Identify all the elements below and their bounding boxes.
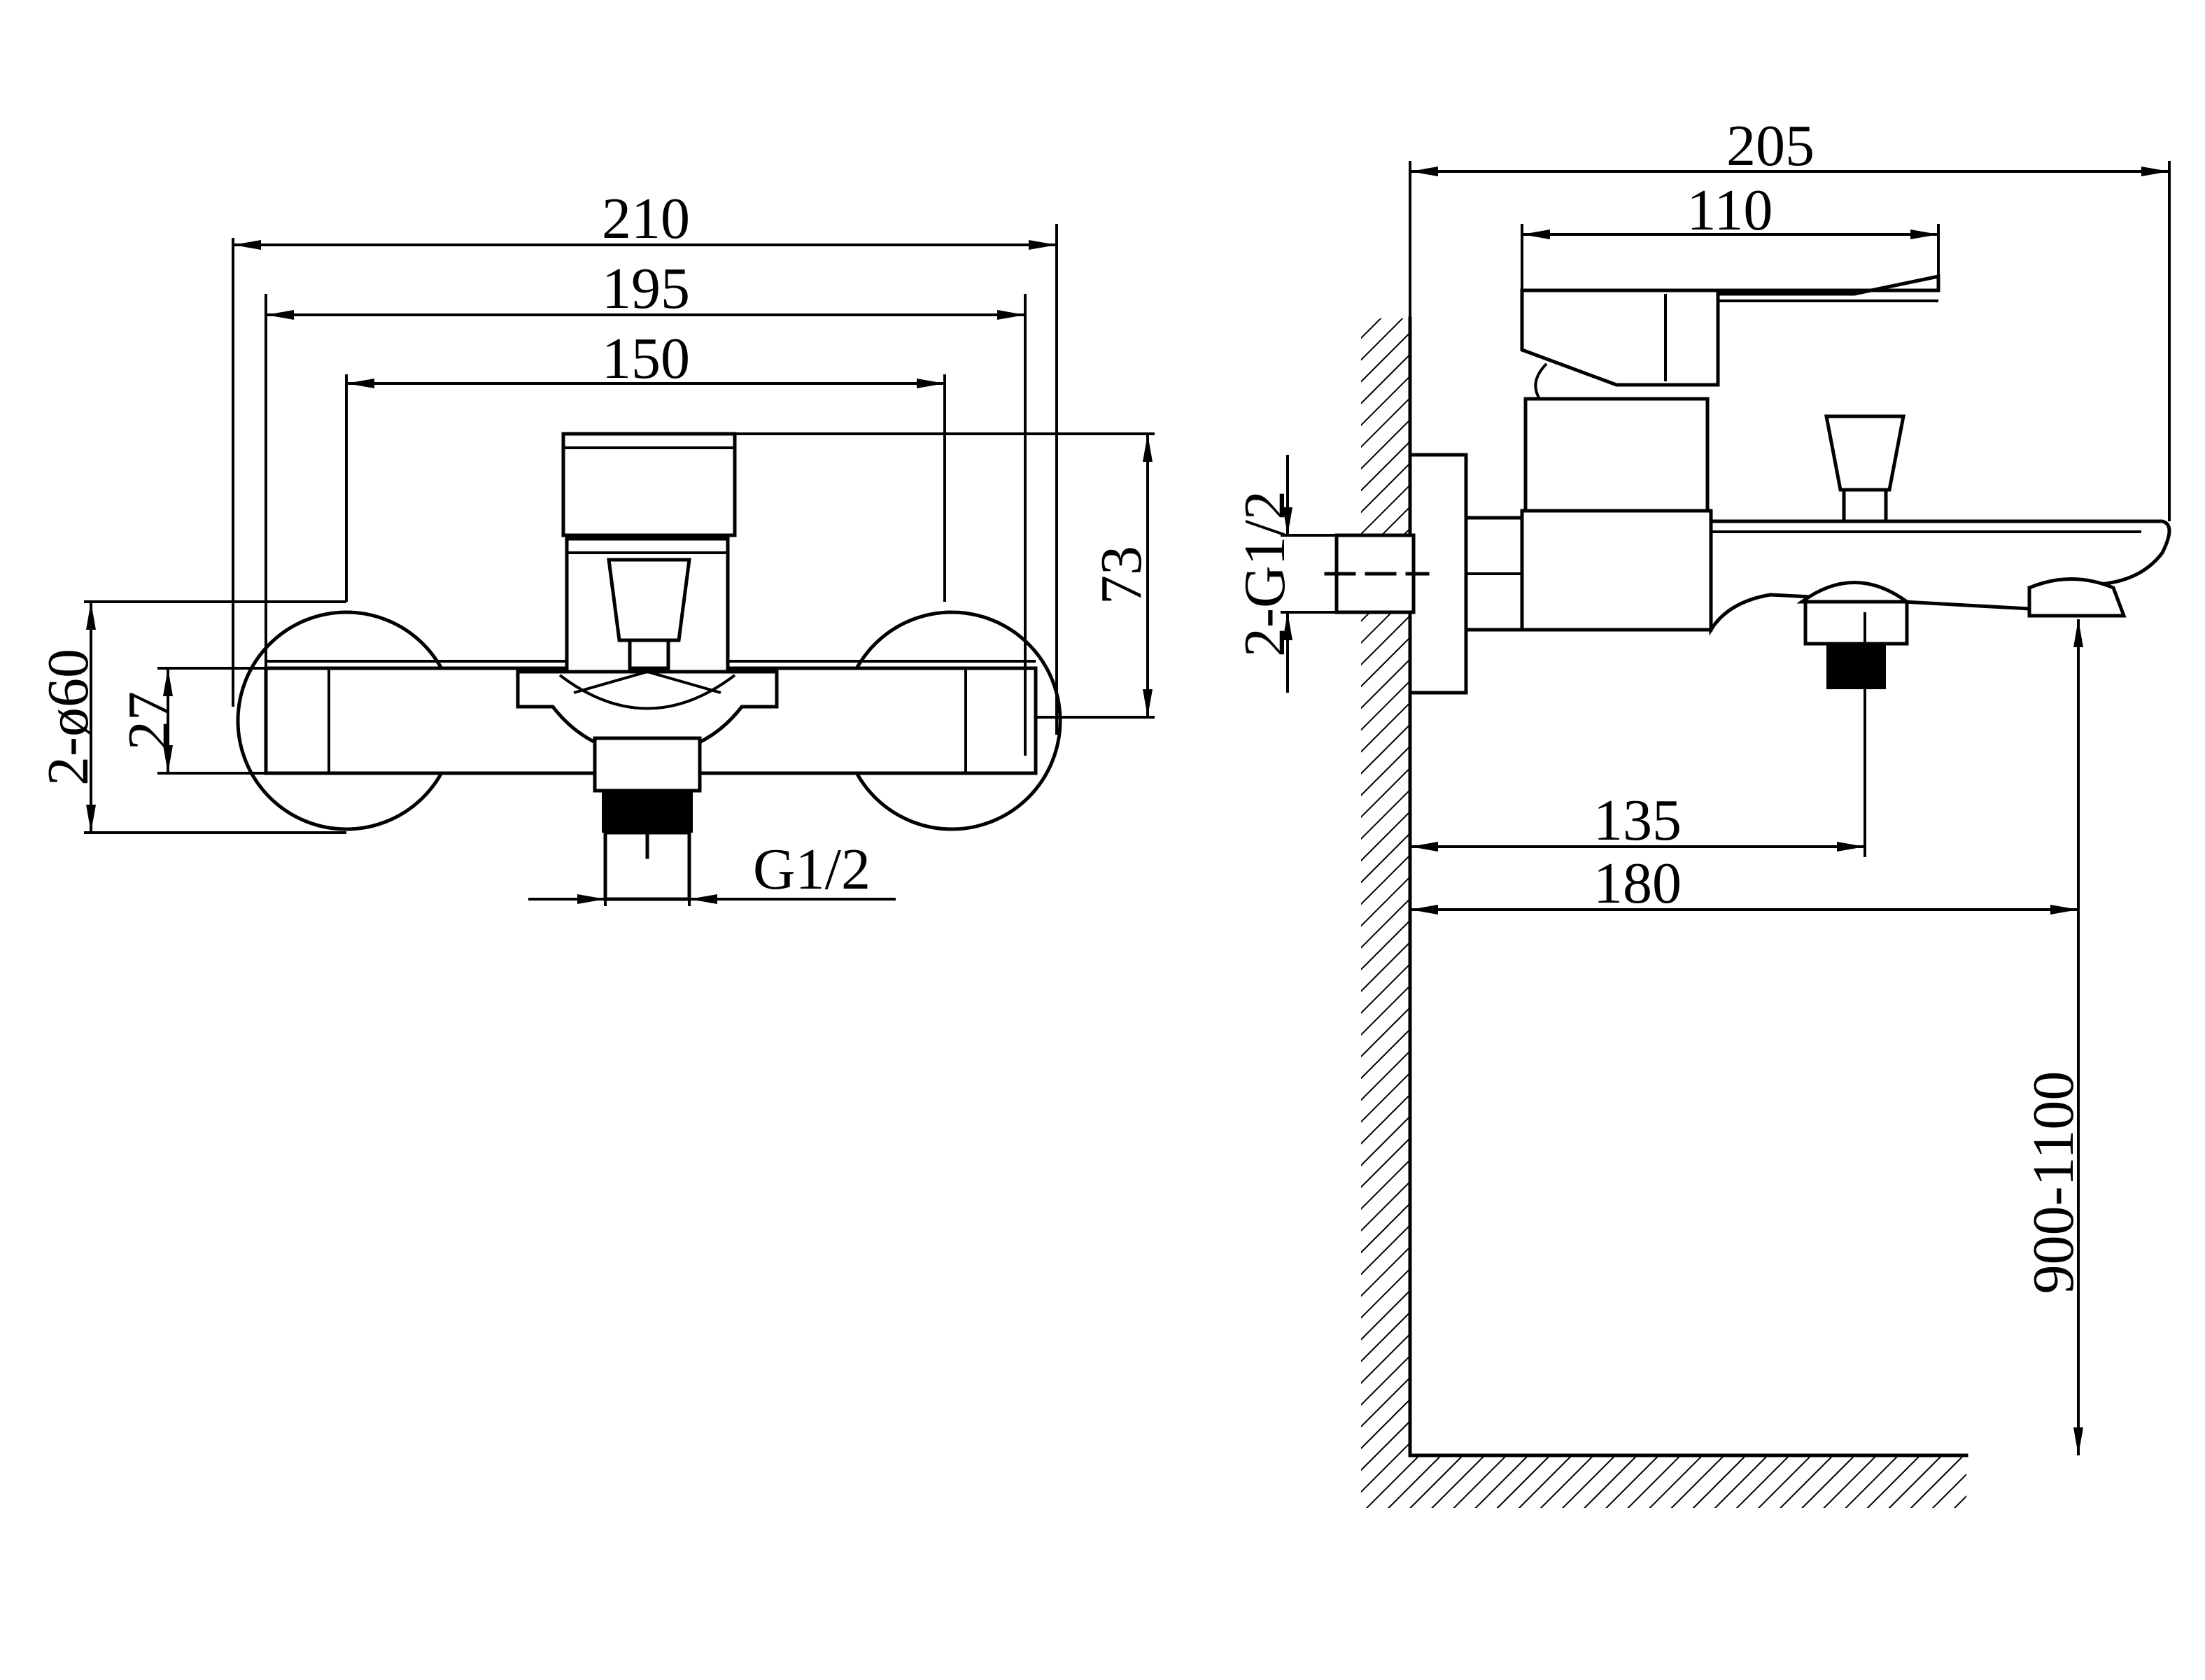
dim-spout-reach: 180	[1593, 851, 1682, 916]
dim-flange-diameter: 2-ø60	[36, 649, 101, 786]
wall-hatch	[1361, 318, 1410, 1508]
side-view: 205 110 2-G1/2 135 180 900-1100	[1232, 113, 2171, 1508]
cartridge-side	[1523, 397, 1710, 513]
front-view: 210 195 150 73 2-ø60 27 G1/2	[36, 186, 1155, 906]
lever-handle	[561, 432, 737, 537]
shower-outlet	[1803, 600, 1909, 646]
dim-overall-width: 210	[602, 186, 690, 251]
diverter-knob-side	[1824, 414, 1906, 492]
dim-outlet-thread: G1/2	[753, 837, 871, 902]
lever-side	[1520, 274, 1940, 387]
dim-height: 73	[1089, 546, 1154, 605]
floor-hatch	[1410, 1455, 1966, 1508]
dim-handle-length: 110	[1687, 178, 1773, 243]
spout	[1709, 519, 2171, 636]
dim-center-distance: 150	[602, 326, 690, 391]
mixer-body-side	[1520, 509, 1713, 632]
dim-projection: 205	[1726, 113, 1815, 178]
dim-diverter-offset: 135	[1593, 788, 1682, 853]
outlet-nut	[593, 736, 702, 793]
dim-mount-width: 195	[602, 256, 690, 321]
dim-install-height: 900-1100	[2021, 1071, 2086, 1294]
dim-body-depth: 27	[116, 691, 181, 750]
dim-inlet-thread: 2-G1/2	[1232, 490, 1297, 657]
diverter-knob	[607, 558, 691, 642]
